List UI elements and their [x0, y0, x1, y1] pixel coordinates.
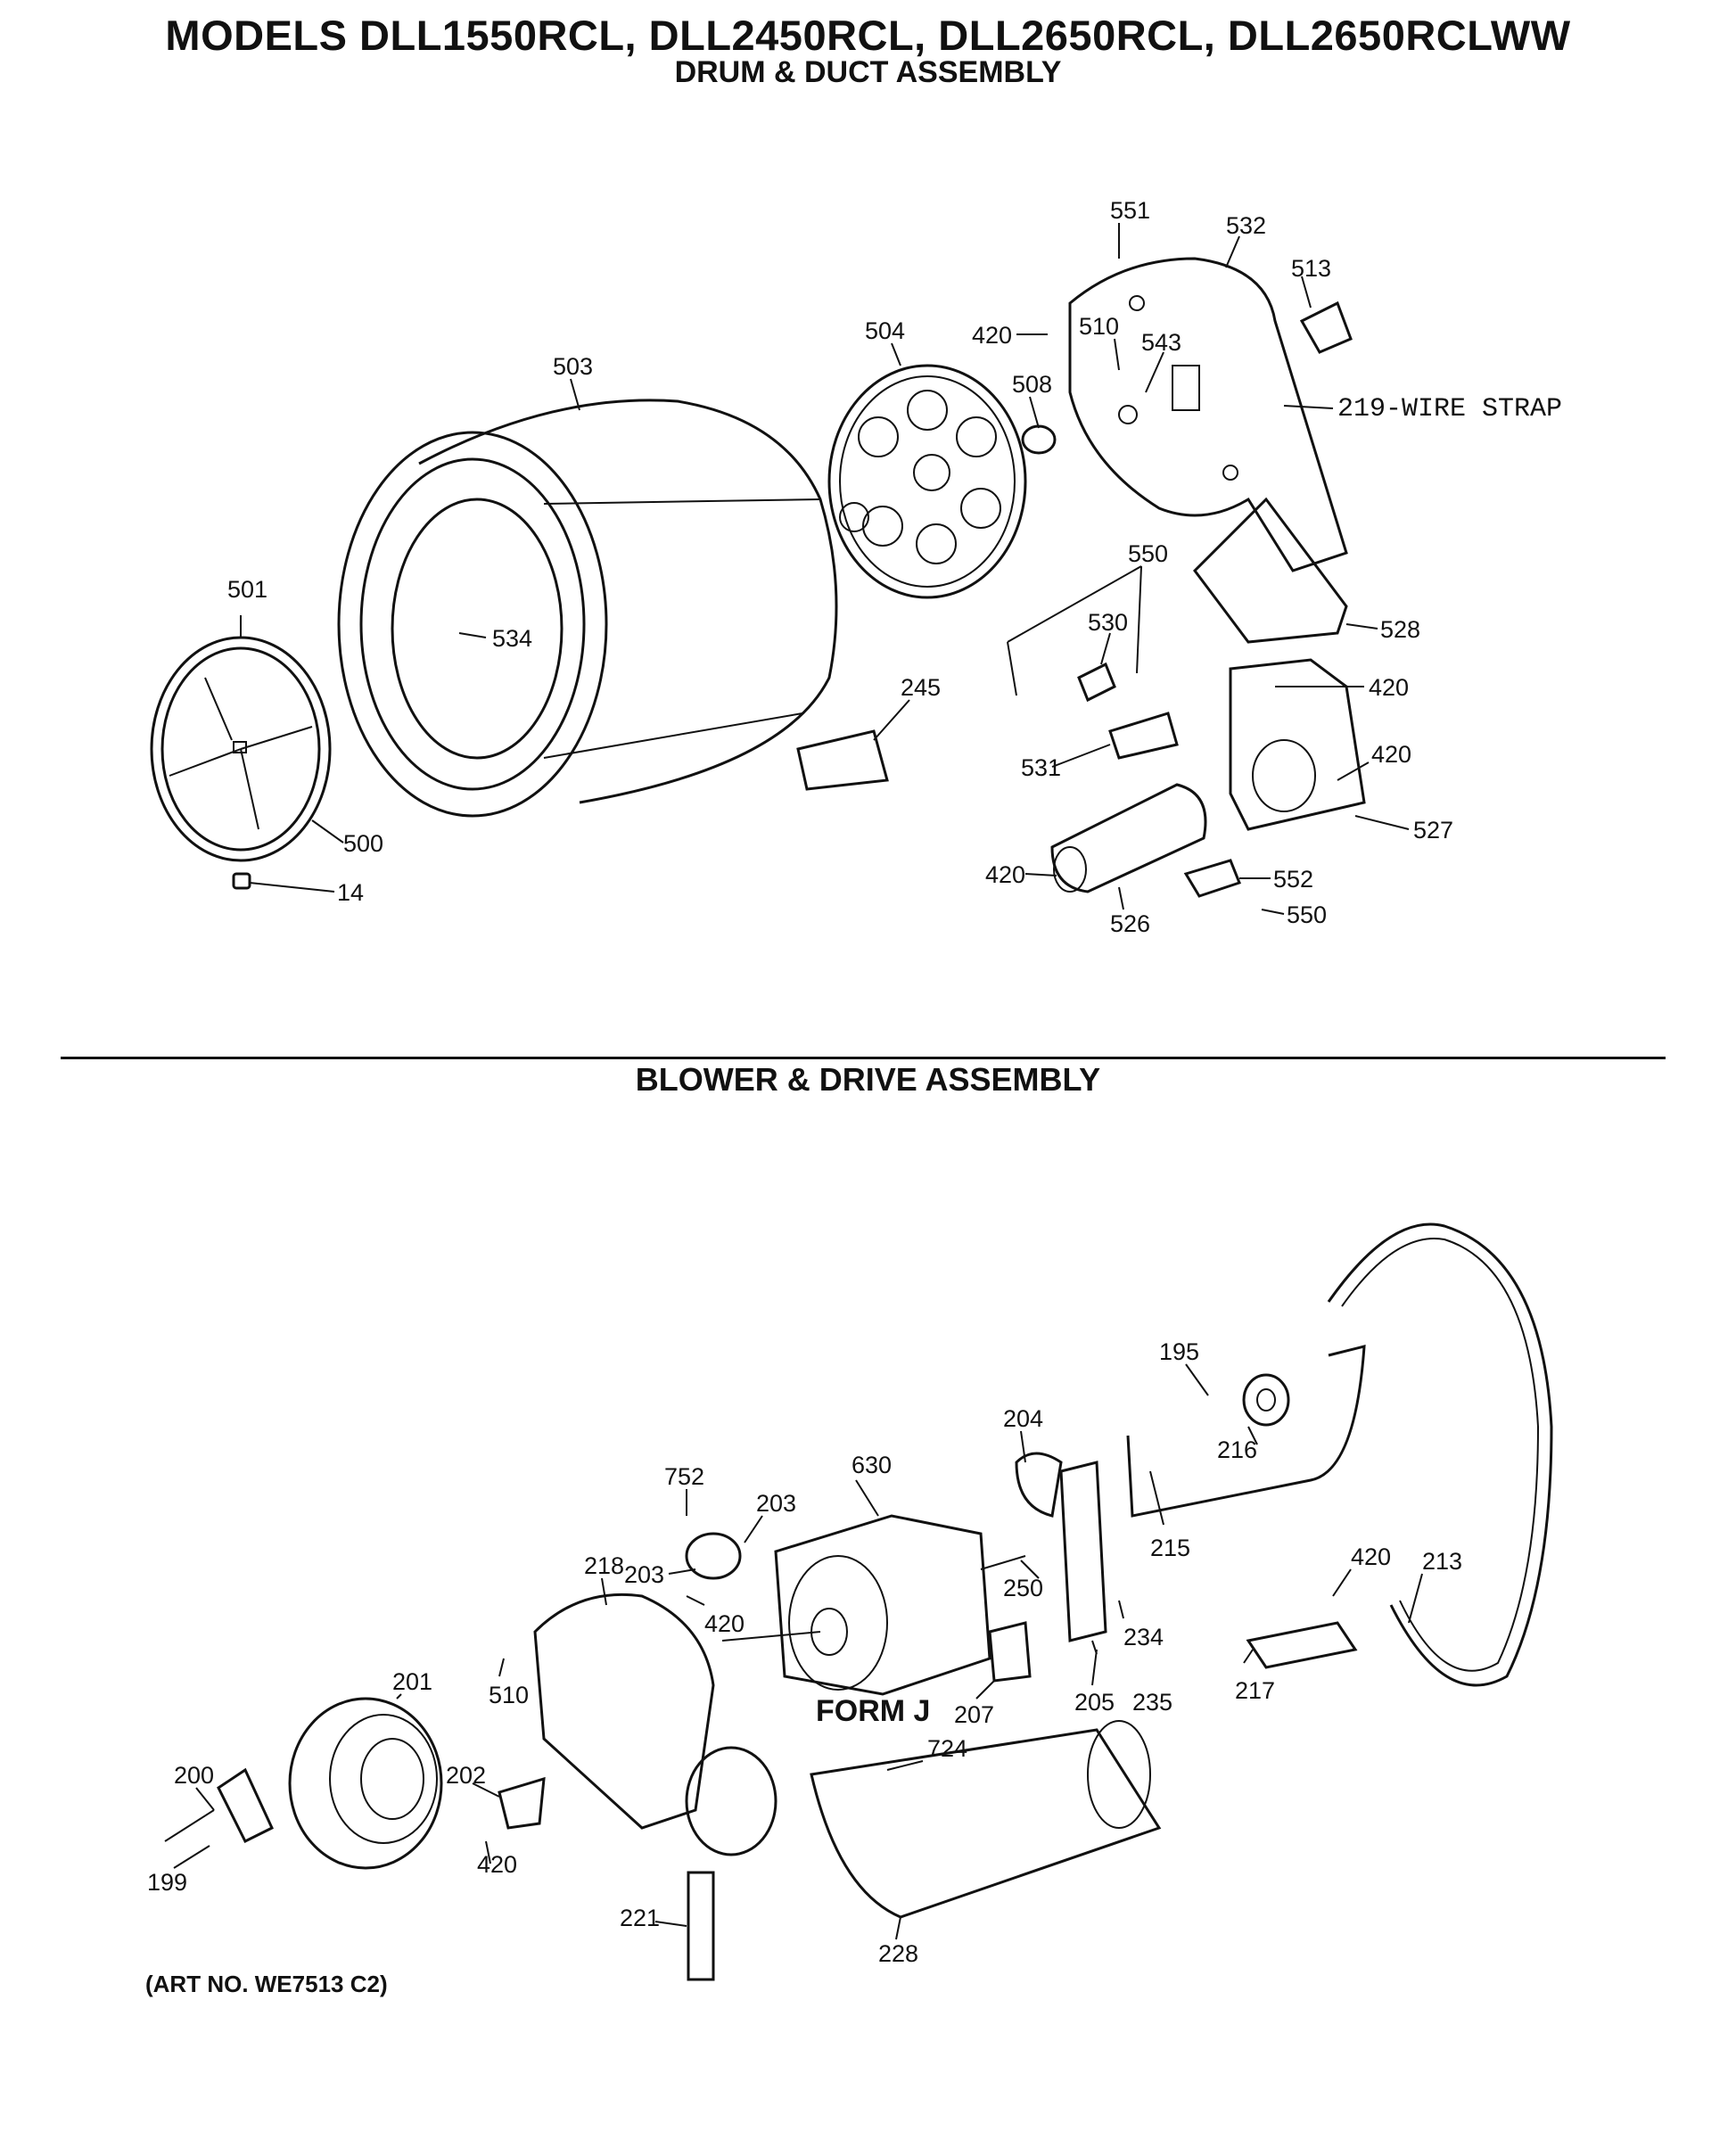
label-216: 216	[1217, 1436, 1257, 1463]
label-510: 510	[489, 1682, 529, 1708]
label-420: 420	[1351, 1543, 1391, 1570]
label-531: 531	[1021, 754, 1061, 781]
duct-seal	[498, 1776, 546, 1830]
section-divider	[61, 1057, 1666, 1059]
label-534: 534	[492, 625, 532, 652]
label-221: 221	[620, 1905, 660, 1931]
label-528: 528	[1380, 616, 1420, 643]
label-420: 420	[985, 861, 1025, 888]
label-14: 14	[337, 879, 364, 906]
clip	[232, 872, 251, 890]
label-543: 543	[1141, 329, 1181, 356]
label-201: 201	[392, 1668, 432, 1695]
bracket-245	[796, 729, 889, 791]
switch-530	[1077, 662, 1116, 703]
label-752: 752	[664, 1463, 704, 1490]
label-503: 503	[553, 353, 593, 380]
motor-switch	[988, 1621, 1032, 1683]
label-245: 245	[901, 674, 941, 701]
blower-housing	[533, 1593, 777, 1856]
motor-clamp	[685, 1532, 742, 1580]
motor-clamp-204	[1015, 1452, 1063, 1518]
art-number: (ART NO. WE7513 C2)	[145, 1971, 388, 1997]
form-j-label: FORM J	[816, 1694, 930, 1728]
drum	[337, 399, 838, 818]
idler-arm	[1126, 1345, 1366, 1518]
label-203: 203	[624, 1561, 664, 1588]
label-203: 203	[756, 1490, 796, 1517]
label-630: 630	[852, 1452, 892, 1478]
blower-wheel	[288, 1697, 443, 1870]
label-200: 200	[174, 1762, 214, 1789]
label-207: 207	[954, 1701, 994, 1728]
label-420: 420	[1369, 674, 1409, 701]
label-202: 202	[446, 1762, 486, 1789]
front-bearing-ring	[150, 636, 332, 862]
blower-leader-lines	[164, 1363, 1423, 1940]
label-420: 420	[704, 1610, 745, 1637]
label-420: 420	[972, 322, 1012, 349]
label-218: 218	[584, 1552, 624, 1579]
drum-leader-lines	[240, 223, 1410, 915]
label-500: 500	[343, 830, 383, 857]
heater-housing	[1229, 658, 1366, 831]
filter-221	[687, 1871, 715, 1981]
label-250: 250	[1003, 1575, 1043, 1601]
label-215: 215	[1150, 1535, 1190, 1561]
drive-belt	[1327, 1222, 1553, 1687]
label-213: 213	[1422, 1548, 1462, 1575]
label-724: 724	[927, 1735, 967, 1762]
thermostat	[1299, 300, 1353, 354]
label-551: 551	[1110, 197, 1150, 224]
rear-bearing	[1021, 424, 1057, 455]
label-504: 504	[865, 317, 905, 344]
idler-bracket	[1246, 1621, 1358, 1669]
motor-mount	[1059, 1461, 1107, 1642]
label-513: 513	[1291, 255, 1331, 282]
label-228: 228	[878, 1940, 918, 1967]
label-205: 205	[1074, 1689, 1115, 1716]
label-217: 217	[1235, 1677, 1275, 1704]
exhaust-duct-228	[810, 1720, 1162, 1919]
label-550: 550	[1287, 901, 1327, 928]
label-530: 530	[1088, 609, 1128, 636]
label-552: 552	[1273, 866, 1313, 893]
blower-bracket	[217, 1767, 274, 1844]
label-527: 527	[1413, 817, 1453, 844]
label-420: 420	[1371, 741, 1411, 768]
label-550: 550	[1128, 540, 1168, 567]
label-219-wire-strap: 219-WIRE STRAP	[1337, 394, 1562, 424]
blower-drive-section-title: BLOWER & DRIVE ASSEMBLY	[635, 1061, 1101, 1098]
rear-drum-head	[827, 364, 1027, 599]
label-526: 526	[1110, 910, 1150, 937]
label-532: 532	[1226, 212, 1266, 239]
label-204: 204	[1003, 1405, 1043, 1432]
drum-duct-section-title: DRUM & DUCT ASSEMBLY	[674, 55, 1062, 89]
label-420: 420	[477, 1851, 517, 1878]
label-508: 508	[1012, 371, 1052, 398]
fuse-552	[1183, 859, 1241, 898]
switch-bracket-531	[1108, 712, 1179, 760]
capacitor	[1050, 783, 1207, 893]
label-199: 199	[147, 1869, 187, 1896]
label-235: 235	[1132, 1689, 1172, 1716]
rear-bulkhead	[1068, 257, 1348, 572]
label-510: 510	[1079, 313, 1119, 340]
label-195: 195	[1159, 1338, 1199, 1365]
label-234: 234	[1123, 1624, 1164, 1650]
exhaust-duct	[1193, 497, 1348, 644]
page-title: MODELS DLL1550RCL, DLL2450RCL, DLL2650RC…	[165, 12, 1571, 59]
idler-pulley	[1242, 1373, 1290, 1427]
drive-motor	[721, 1514, 1026, 1696]
label-501: 501	[227, 576, 267, 603]
